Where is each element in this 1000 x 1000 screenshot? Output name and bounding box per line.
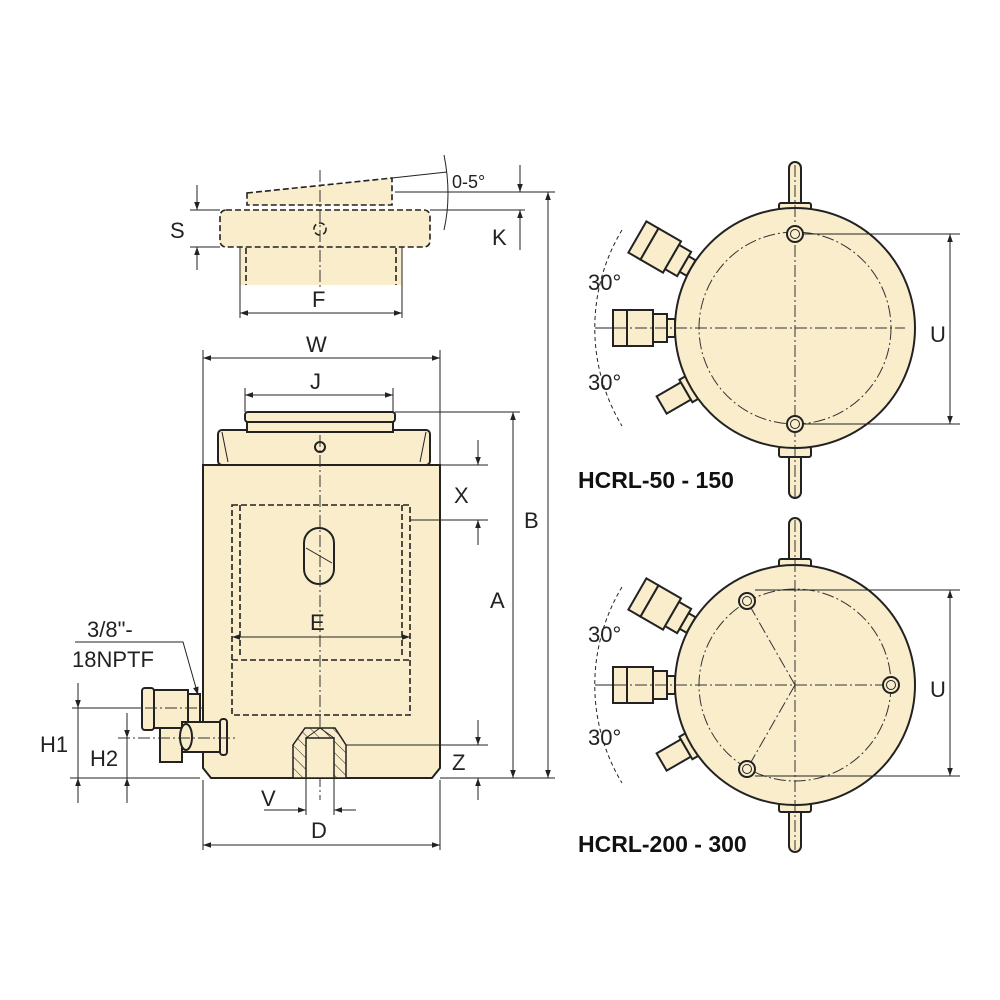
angle-label-top: 30° xyxy=(588,622,621,647)
saddle-detail-view: S 0-5° K F xyxy=(170,154,555,318)
dim-label-w: W xyxy=(306,332,327,357)
dim-label-v: V xyxy=(261,786,276,811)
angle-label-top: 30° xyxy=(588,270,621,295)
dim-label-s: S xyxy=(170,218,185,243)
angle-label-bottom: 30° xyxy=(588,725,621,750)
dim-label-h1: H1 xyxy=(40,732,68,757)
cylinder-side-view: W J E V D xyxy=(40,192,555,850)
dim-label-d: D xyxy=(311,818,327,843)
dim-label-z: Z xyxy=(452,750,465,775)
angle-label: 0-5° xyxy=(452,172,485,192)
model-title: HCRL-50 - 150 xyxy=(578,467,734,493)
top-view-hcrl-50-150: U 30° 30° HCRL-50 - 150 xyxy=(578,161,960,499)
dim-label-h2: H2 xyxy=(90,746,118,771)
dim-label-a: A xyxy=(490,588,505,613)
dim-label-j: J xyxy=(310,369,321,394)
dim-label-b: B xyxy=(524,508,539,533)
dim-label-k: K xyxy=(492,225,507,250)
model-title: HCRL-200 - 300 xyxy=(578,831,747,857)
port-thread-label-line2: 18NPTF xyxy=(72,647,154,672)
top-view-hcrl-200-300: U 30° 30° HCRL-200 - 300 xyxy=(578,517,960,857)
port-thread-label-line1: 3/8"- xyxy=(87,617,133,642)
angle-label-bottom: 30° xyxy=(588,370,621,395)
dim-label-e: E xyxy=(310,610,325,635)
side-coupler-fitting xyxy=(105,687,238,763)
dim-label-u: U xyxy=(930,677,946,702)
dim-label-f: F xyxy=(312,287,325,312)
dim-label-x: X xyxy=(454,483,469,508)
dim-label-u: U xyxy=(930,322,946,347)
